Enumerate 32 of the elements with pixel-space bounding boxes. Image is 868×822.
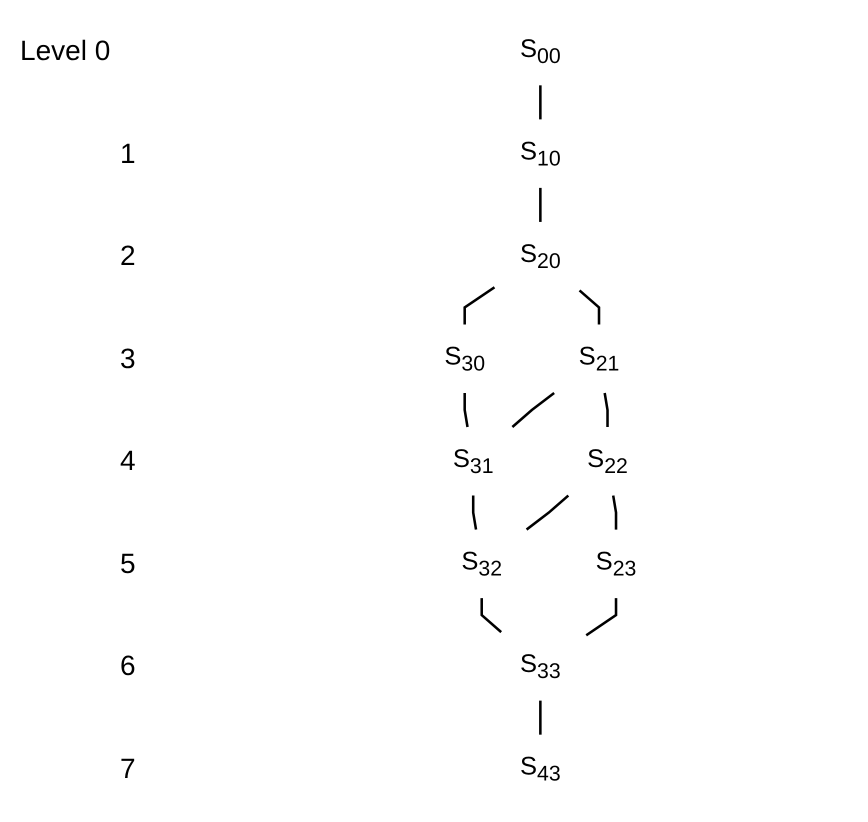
level-label: 4 [120, 445, 136, 478]
node-text: S$_{00}$ [520, 34, 560, 68]
connector [612, 495, 617, 530]
node-text: S$_{31}$ [452, 444, 494, 478]
connector [585, 598, 617, 636]
connector [463, 286, 495, 324]
level-label: 3 [120, 342, 136, 375]
node-text: S$_{32}$ [461, 547, 502, 581]
level-label: 5 [120, 548, 136, 580]
connector [463, 392, 468, 428]
level-label: 7 [120, 752, 136, 785]
node-text: S$_{20}$ [520, 240, 560, 273]
node-text: S$_{23}$ [595, 547, 636, 581]
level-label: 1 [120, 138, 136, 170]
level-label: 2 [120, 240, 136, 272]
level-label: Level 0 [20, 35, 110, 68]
node-text: S$_{43}$ [520, 752, 560, 786]
node-text: S$_{21}$ [578, 342, 619, 376]
connector [538, 188, 542, 222]
node-text: S$_{22}$ [586, 444, 628, 478]
connector [578, 289, 600, 324]
node-text: S$_{33}$ [520, 650, 560, 684]
connector [511, 392, 555, 428]
node-text: S$_{30}$ [444, 342, 485, 376]
level-label: 6 [120, 650, 136, 682]
connector [603, 392, 608, 428]
connector [538, 700, 542, 735]
node-text: S$_{10}$ [520, 137, 560, 170]
connector [472, 496, 477, 530]
connector [480, 598, 502, 634]
connector [538, 85, 542, 120]
connector [525, 494, 569, 531]
